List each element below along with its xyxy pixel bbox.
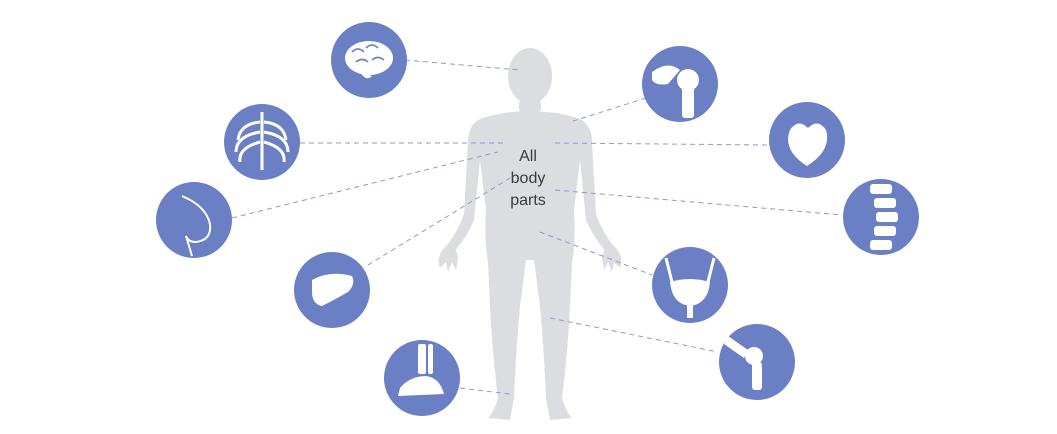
human-body-silhouette: [438, 48, 622, 420]
ankle-foot-icon: [398, 344, 444, 396]
ribcage-icon: [234, 112, 290, 170]
connectors: [231, 59, 843, 395]
center-label-line-2: body: [510, 170, 546, 187]
spine-icon: [870, 184, 898, 250]
center-label-line-1: All: [519, 148, 537, 165]
breast-icon: [181, 195, 212, 257]
knee-joint-icon: [724, 336, 763, 390]
connector-bladder: [539, 231, 653, 276]
liver-icon: [312, 273, 354, 306]
center-label: All body parts: [488, 146, 568, 212]
ankle-node: [384, 340, 460, 416]
brain-node: [331, 22, 407, 98]
breast-node: [156, 182, 232, 258]
heart-node: [769, 102, 845, 178]
heart-icon: [788, 123, 828, 166]
bladder-node: [652, 247, 728, 323]
connector-liver: [367, 177, 511, 266]
connector-spine: [554, 189, 843, 216]
connector-breast: [231, 151, 499, 219]
shoulder-node: [642, 46, 718, 122]
brain-icon: [345, 41, 393, 79]
connector-knee: [549, 317, 719, 353]
connector-brain: [404, 59, 521, 71]
ribcage-node: [224, 104, 300, 180]
bladder-icon: [664, 257, 716, 318]
knee-node: [719, 324, 795, 400]
shoulder-joint-icon: [652, 65, 699, 118]
center-label-line-3: parts: [510, 192, 546, 209]
spine-node: [843, 179, 919, 255]
connector-shoulder: [569, 97, 647, 123]
liver-node: [294, 252, 370, 328]
